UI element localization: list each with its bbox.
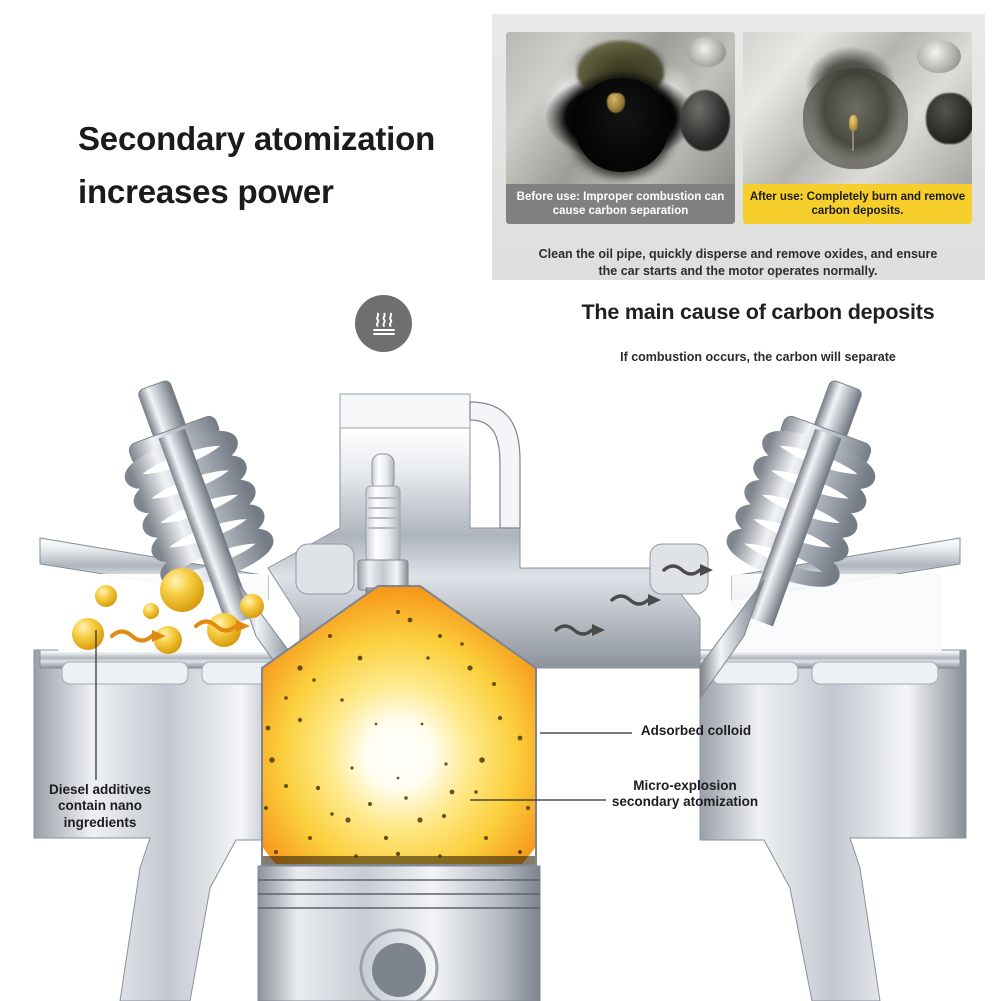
before-secondary-port xyxy=(680,89,731,151)
callout-leader-lines xyxy=(95,630,632,801)
after-clean-port xyxy=(802,68,908,169)
exhaust-arrow-heads xyxy=(592,564,713,636)
page-title: Secondary atomization increases power xyxy=(78,112,498,219)
panel-note-text: Clean the oil pipe, quickly disperse and… xyxy=(538,247,938,278)
fuel-droplets xyxy=(72,568,264,654)
callout-adsorbed-colloid: Adsorbed colloid xyxy=(640,723,752,738)
chamber-outline xyxy=(261,585,537,866)
carbon-particles xyxy=(264,598,530,858)
after-photo-card: After use: Completely burn and remove ca… xyxy=(743,32,972,224)
engine-diagram xyxy=(0,368,1001,1001)
before-photo-card: Before use: Improper combustion can caus… xyxy=(506,32,735,224)
after-valve-head xyxy=(848,114,859,131)
plug-insulator-ribs xyxy=(368,497,398,529)
before-photo-caption: Before use: Improper combustion can caus… xyxy=(506,184,735,224)
piston-ring-grooves xyxy=(258,879,540,909)
intake-flow-arrows xyxy=(110,619,238,643)
before-photo-image xyxy=(506,32,735,184)
intake-arrow-heads xyxy=(152,620,250,642)
after-photo-image xyxy=(743,32,972,184)
section-caption: If combustion occurs, the carbon will se… xyxy=(620,350,896,364)
engine-cutaway-illustration xyxy=(33,380,967,1001)
heat-waves-icon xyxy=(372,312,395,335)
section-title: The main cause of carbon deposits xyxy=(581,300,935,324)
exhaust-valve-spring-assembly xyxy=(699,380,876,700)
before-after-comparison-panel: Before use: Improper combustion can caus… xyxy=(492,14,985,280)
after-valve-stem xyxy=(852,128,855,151)
comparison-photo-row: Before use: Improper combustion can caus… xyxy=(506,32,972,224)
head-lower-ribs xyxy=(61,661,939,685)
page-title-line-2: increases power xyxy=(78,173,334,211)
before-carbon-deposit-port xyxy=(574,77,669,172)
exhaust-flow-arrows xyxy=(554,564,702,636)
before-bolt-hole xyxy=(686,36,726,67)
after-photo-caption: After use: Completely burn and remove ca… xyxy=(743,184,972,224)
after-bolt-hole xyxy=(917,39,961,74)
page-title-line-1: Secondary atomization xyxy=(78,120,436,157)
after-secondary-port xyxy=(926,92,972,145)
callout-micro-explosion: Micro-explosion secondary atomization xyxy=(611,778,759,810)
heat-waves-icon-badge xyxy=(355,295,412,352)
callout-diesel-additives: Diesel additives contain nano ingredient… xyxy=(48,782,152,830)
piston xyxy=(257,865,541,1001)
